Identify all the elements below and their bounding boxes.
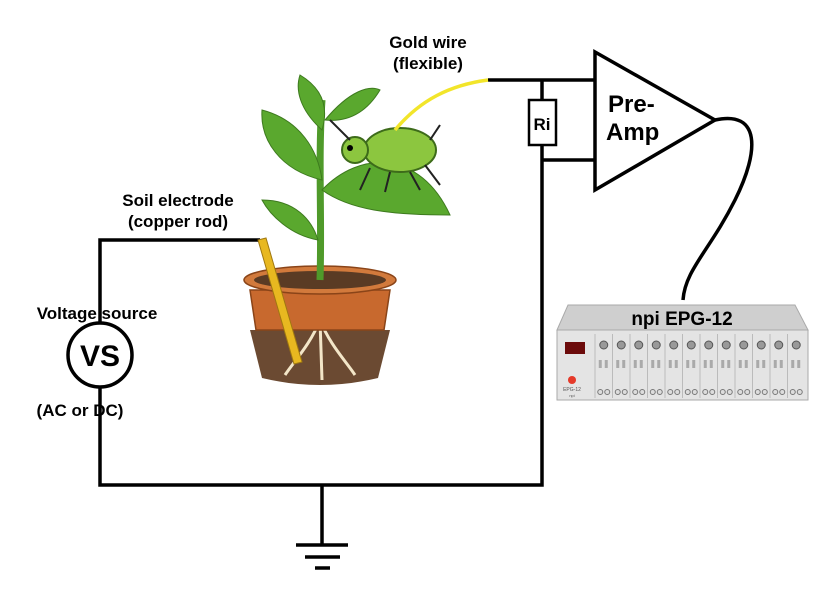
channel-knob bbox=[704, 340, 714, 350]
aphid bbox=[329, 119, 441, 193]
channel-jack bbox=[796, 389, 803, 395]
channel-jack bbox=[604, 389, 611, 395]
device-channel bbox=[787, 334, 803, 398]
plant-illustration bbox=[243, 74, 451, 385]
channel-jack bbox=[744, 389, 751, 395]
channel-jack bbox=[726, 389, 733, 395]
leaf bbox=[324, 87, 381, 121]
channel-jack bbox=[737, 389, 744, 395]
voltage-source: VS bbox=[66, 321, 134, 389]
copper-rod-electrode bbox=[257, 237, 303, 365]
preamp: Pre- Amp bbox=[593, 48, 719, 194]
device-channel bbox=[647, 334, 663, 398]
circuit-wires bbox=[98, 78, 754, 570]
device-channel bbox=[664, 334, 681, 398]
channel-knob bbox=[634, 340, 644, 350]
channel-jack bbox=[649, 389, 656, 395]
channel-jack bbox=[639, 389, 646, 395]
leaf bbox=[297, 74, 326, 131]
soil-electrode-label: Soil electrode bbox=[122, 191, 233, 210]
device-channel bbox=[682, 334, 698, 398]
epg-device: EPG-12 npi npi EPG-12 bbox=[556, 304, 809, 401]
device-channels bbox=[594, 334, 803, 398]
device-panel-brand: npi bbox=[569, 393, 574, 398]
channel-knob bbox=[686, 340, 696, 350]
resistor-ri: Ri bbox=[527, 98, 558, 147]
channel-jack bbox=[597, 389, 604, 395]
channel-knob bbox=[616, 340, 626, 350]
pot-rim bbox=[249, 289, 391, 331]
resistor-label: Ri bbox=[534, 115, 551, 134]
channel-jack bbox=[614, 389, 621, 395]
device-channel bbox=[594, 334, 611, 398]
device-channel bbox=[734, 334, 751, 398]
channel-jack bbox=[656, 389, 663, 395]
soil-electrode-sublabel: (copper rod) bbox=[128, 212, 228, 231]
channel-knob bbox=[669, 340, 679, 350]
channel-jack bbox=[754, 389, 761, 395]
channel-knob bbox=[599, 340, 609, 350]
preamp-label-1: Pre- bbox=[608, 91, 655, 118]
device-channel bbox=[752, 334, 768, 398]
channel-jack bbox=[761, 389, 768, 395]
preamp-triangle bbox=[593, 48, 719, 194]
channel-knob bbox=[651, 340, 661, 350]
device-channel bbox=[769, 334, 786, 398]
gold-wire-label: Gold wire bbox=[389, 33, 466, 52]
channel-knob bbox=[774, 340, 784, 350]
device-power-button bbox=[568, 376, 576, 384]
device-channel bbox=[717, 334, 733, 398]
channel-jack bbox=[709, 389, 716, 395]
device-channel bbox=[629, 334, 646, 398]
channel-knob bbox=[739, 340, 749, 350]
channel-jack bbox=[789, 389, 796, 395]
wire-electrode-to-vs bbox=[98, 238, 260, 323]
channel-jack bbox=[621, 389, 628, 395]
channel-knob bbox=[756, 340, 766, 350]
channel-jack bbox=[702, 389, 709, 395]
channel-jack bbox=[632, 389, 639, 395]
gold-wire-sublabel: (flexible) bbox=[393, 54, 463, 73]
channel-knob bbox=[721, 340, 731, 350]
device-channel bbox=[699, 334, 716, 398]
device-label: npi EPG-12 bbox=[631, 309, 732, 330]
device-channel bbox=[612, 334, 628, 398]
vs-symbol: VS bbox=[80, 340, 120, 373]
channel-jack bbox=[691, 389, 698, 395]
gold-wire bbox=[393, 78, 489, 132]
vs-type-label: (AC or DC) bbox=[37, 401, 124, 420]
channel-knob bbox=[791, 340, 801, 350]
voltage-source-label: Voltage source bbox=[37, 304, 158, 323]
channel-jack bbox=[674, 389, 681, 395]
channel-jack bbox=[779, 389, 786, 395]
channel-jack bbox=[684, 389, 691, 395]
leaf bbox=[261, 109, 323, 181]
vs-circle bbox=[66, 321, 134, 389]
device-panel-model: EPG-12 bbox=[563, 387, 581, 393]
device-display bbox=[565, 342, 585, 354]
channel-jack bbox=[719, 389, 726, 395]
wire-amp-output bbox=[681, 116, 754, 301]
leaf bbox=[261, 199, 319, 241]
preamp-label-2: Amp bbox=[606, 119, 659, 146]
channel-jack bbox=[667, 389, 674, 395]
channel-jack bbox=[772, 389, 779, 395]
